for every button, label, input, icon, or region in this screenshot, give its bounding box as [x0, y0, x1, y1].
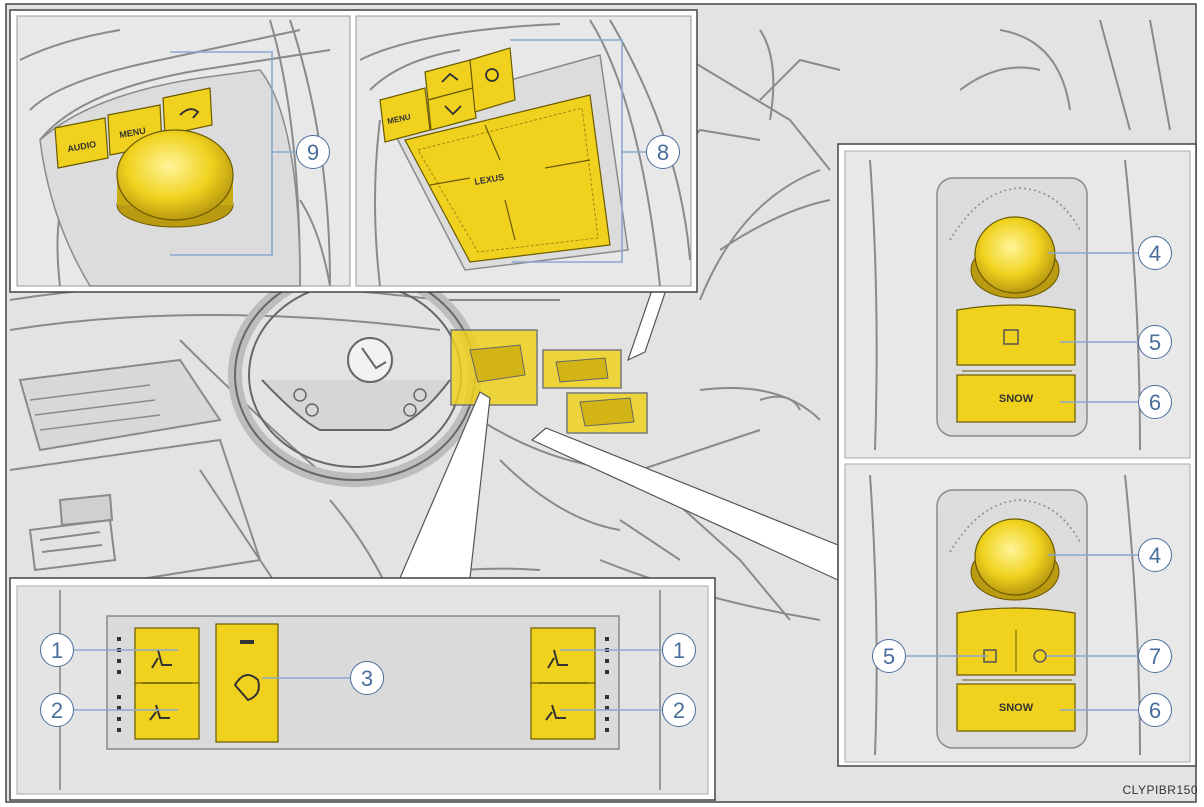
drive-mode-knob-lower	[974, 518, 1056, 596]
callout-4-lower: 4	[1138, 538, 1172, 572]
snow-button-label-upper: SNOW	[999, 393, 1034, 405]
seat-heater-switch-right	[530, 627, 596, 689]
callout-2-left: 2	[40, 693, 74, 727]
chevron-up-icon	[441, 72, 459, 83]
audio-button-label: AUDIO	[67, 139, 97, 154]
back-arrow-icon	[179, 108, 200, 119]
console-highlights	[450, 329, 648, 434]
remote-touch-knob	[116, 129, 234, 221]
connector-wedges	[399, 289, 839, 581]
inset-remote-touch-knob: AUDIO MENU LEXUS MENU	[9, 9, 698, 293]
callout-2-right: 2	[662, 693, 696, 727]
callout-6-upper: 6	[1138, 385, 1172, 419]
callout-4-upper: 4	[1138, 236, 1172, 270]
steering-heat-icon	[233, 674, 260, 702]
figure-code: CLYPIBR150	[1122, 783, 1198, 797]
callout-1-left: 1	[40, 633, 74, 667]
callout-1-right: 1	[662, 633, 696, 667]
drive-mode-knob-upper	[974, 216, 1056, 294]
seat-vent-icon-right	[545, 704, 566, 721]
home-icon	[485, 68, 499, 82]
chevron-down-icon	[444, 105, 462, 116]
callout-5-upper: 5	[1138, 325, 1172, 359]
dac-icon-upper	[1003, 329, 1019, 345]
callout-7: 7	[1138, 639, 1172, 673]
callout-8: 8	[646, 135, 680, 169]
callout-9: 9	[296, 135, 330, 169]
menu-button-label-left: MENU	[119, 126, 147, 140]
seat-ventilator-switch-right	[530, 682, 596, 740]
callout-5-lower: 5	[872, 639, 906, 673]
touchpad	[404, 94, 611, 263]
callout-3: 3	[350, 661, 384, 695]
seat-ventilator-switch-left	[134, 682, 200, 740]
seat-heat-icon-left	[151, 649, 172, 669]
seat-heat-icon-right	[547, 649, 568, 669]
seat-heater-switch-left	[134, 627, 200, 689]
snow-button-label-lower: SNOW	[999, 702, 1034, 714]
callout-6-lower: 6	[1138, 693, 1172, 727]
